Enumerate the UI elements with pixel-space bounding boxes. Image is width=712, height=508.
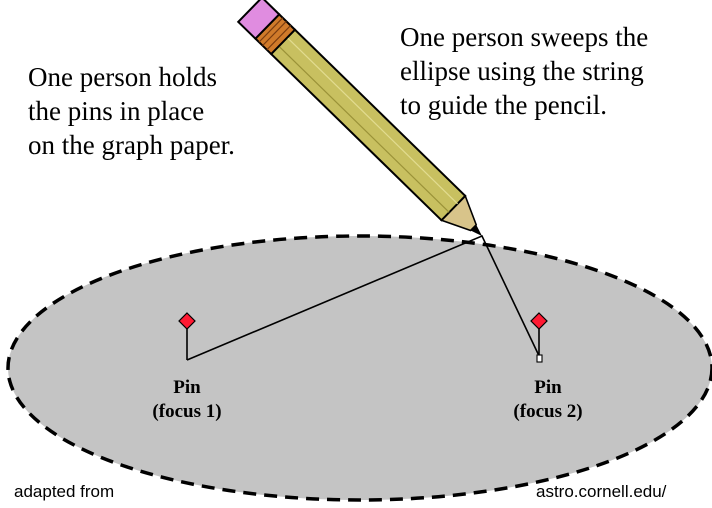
- caption-line: to guide the pencil.: [400, 90, 607, 120]
- caption-line: on the graph paper.: [28, 130, 235, 160]
- focus-label-text: (focus 1): [152, 401, 222, 422]
- pin-label-text: Pin: [173, 377, 201, 398]
- pin-2-label: Pin (focus 2): [493, 376, 603, 424]
- pin-1-label: Pin (focus 1): [132, 376, 242, 424]
- source-credit-url: astro.cornell.edu/: [536, 482, 667, 501]
- focus-label-text: (focus 2): [513, 401, 583, 422]
- pencil-sweeper-caption: One person sweeps the ellipse using the …: [400, 20, 648, 122]
- pencil-icon: [236, 0, 482, 236]
- caption-line: ellipse using the string: [400, 56, 644, 86]
- caption-line: One person sweeps the: [400, 22, 649, 52]
- ellipse-shape: [6, 234, 712, 502]
- caption-line: One person holds: [28, 62, 217, 92]
- pin-label-text: Pin: [534, 377, 562, 398]
- source-credit-prefix: adapted from: [14, 482, 115, 501]
- pin-icon: [530, 312, 548, 363]
- pin-icon: [178, 312, 196, 360]
- caption-line: the pins in place: [28, 96, 205, 126]
- pin-holder-caption: One person holds the pins in place on th…: [28, 60, 235, 162]
